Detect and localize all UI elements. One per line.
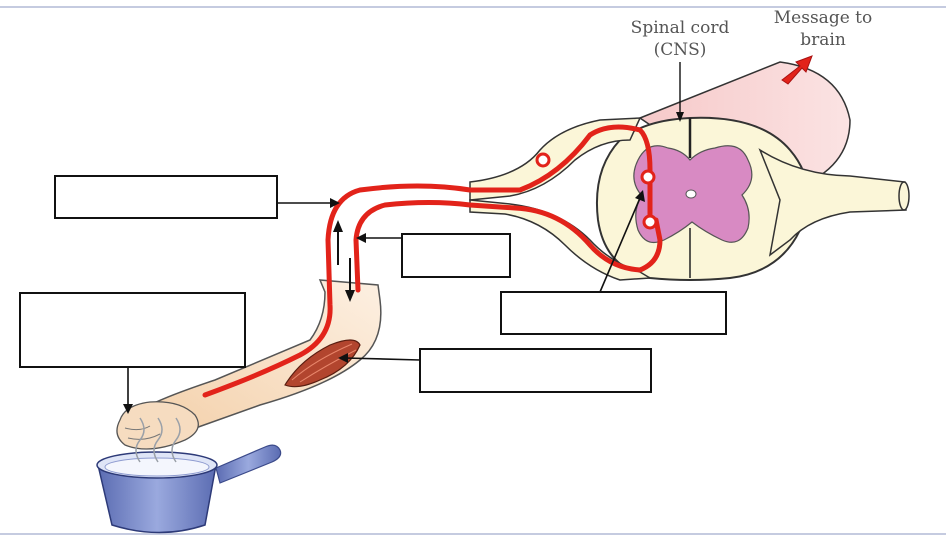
- blank-label-box-sensory[interactable]: [54, 175, 278, 219]
- spinal-cord-label: Spinal cord: [615, 18, 745, 38]
- nerve-roots-right: [760, 150, 909, 255]
- blank-label-box-motor[interactable]: [401, 233, 511, 278]
- spinal-cord-section: [597, 118, 808, 280]
- blank-label-box-receptor[interactable]: [19, 292, 246, 368]
- message-label-line1: Message to: [758, 8, 888, 28]
- message-label-line2: brain: [758, 30, 888, 50]
- cns-label: (CNS): [615, 40, 745, 60]
- blank-label-box-effector[interactable]: [419, 348, 652, 393]
- blank-label-box-relay[interactable]: [500, 291, 727, 335]
- pan-icon: [97, 445, 281, 532]
